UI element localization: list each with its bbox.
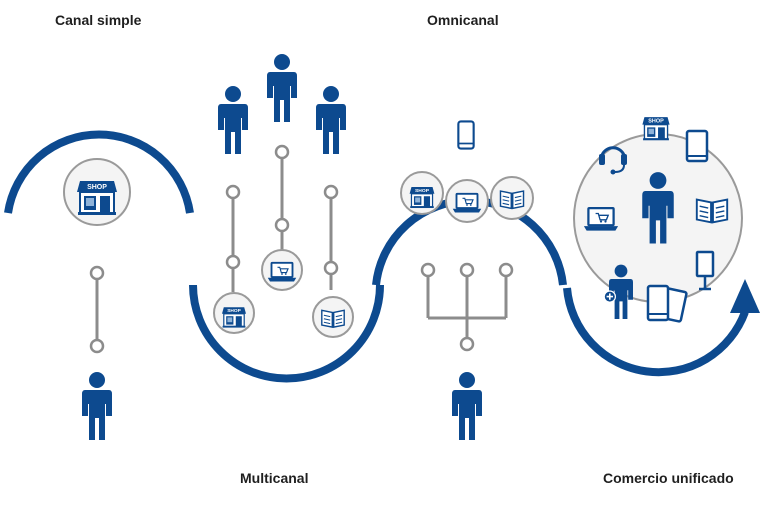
shop-icon: SHOP [221, 306, 247, 329]
connector-node [89, 338, 105, 354]
omnicanal-group: SHOP [400, 120, 534, 440]
connector-node [459, 336, 475, 352]
tablet-icon [685, 129, 709, 163]
laptop-cart-icon [266, 261, 298, 283]
book-icon [695, 198, 729, 224]
arrow-icon [730, 279, 760, 313]
shop-icon: SHOP [408, 186, 436, 209]
connector-node [225, 184, 241, 200]
connector-node [420, 262, 436, 278]
person-icon [82, 372, 112, 440]
person-icon [452, 372, 482, 440]
shop-icon: SHOP [641, 116, 671, 141]
connector-node [459, 262, 475, 278]
connector-node [274, 144, 290, 160]
multicanal-group: SHOP [213, 54, 354, 338]
label-comercio-unificado: Comercio unificado [603, 470, 734, 486]
person-icon [267, 54, 297, 122]
book-icon [321, 309, 345, 328]
label-multicanal: Multicanal [240, 470, 309, 486]
person-icon [218, 86, 248, 154]
connector-node [323, 260, 339, 276]
book-icon [499, 190, 525, 210]
headset-icon [599, 146, 627, 175]
label-canal-simple: Canal simple [55, 12, 142, 28]
phone-icon [457, 120, 475, 150]
shop-text: SHOP [648, 119, 664, 125]
mobile-devices-icon [646, 284, 688, 323]
laptop-cart-icon [451, 192, 483, 214]
label-omnicanal: Omnicanal [427, 12, 499, 28]
person-icon [316, 86, 346, 154]
shop-icon: SHOP [76, 180, 118, 216]
connector-node [225, 254, 241, 270]
connector-node [498, 262, 514, 278]
connector-node [274, 217, 290, 233]
connector-node [323, 184, 339, 200]
laptop-cart-icon [582, 206, 620, 232]
shop-text: SHOP [227, 308, 241, 314]
canal-simple-group: SHOP [63, 158, 131, 440]
connector-node [89, 265, 105, 281]
canal-simple-arc [4, 130, 194, 214]
multicanal-arc [189, 284, 384, 383]
comercio-unificado-arc [563, 287, 749, 377]
comercio-unificado-group: SHOP [573, 116, 743, 323]
shop-text: SHOP [87, 184, 107, 191]
monitor-icon [695, 250, 715, 291]
person-plus-icon [603, 264, 633, 319]
shop-text: SHOP [415, 188, 430, 194]
